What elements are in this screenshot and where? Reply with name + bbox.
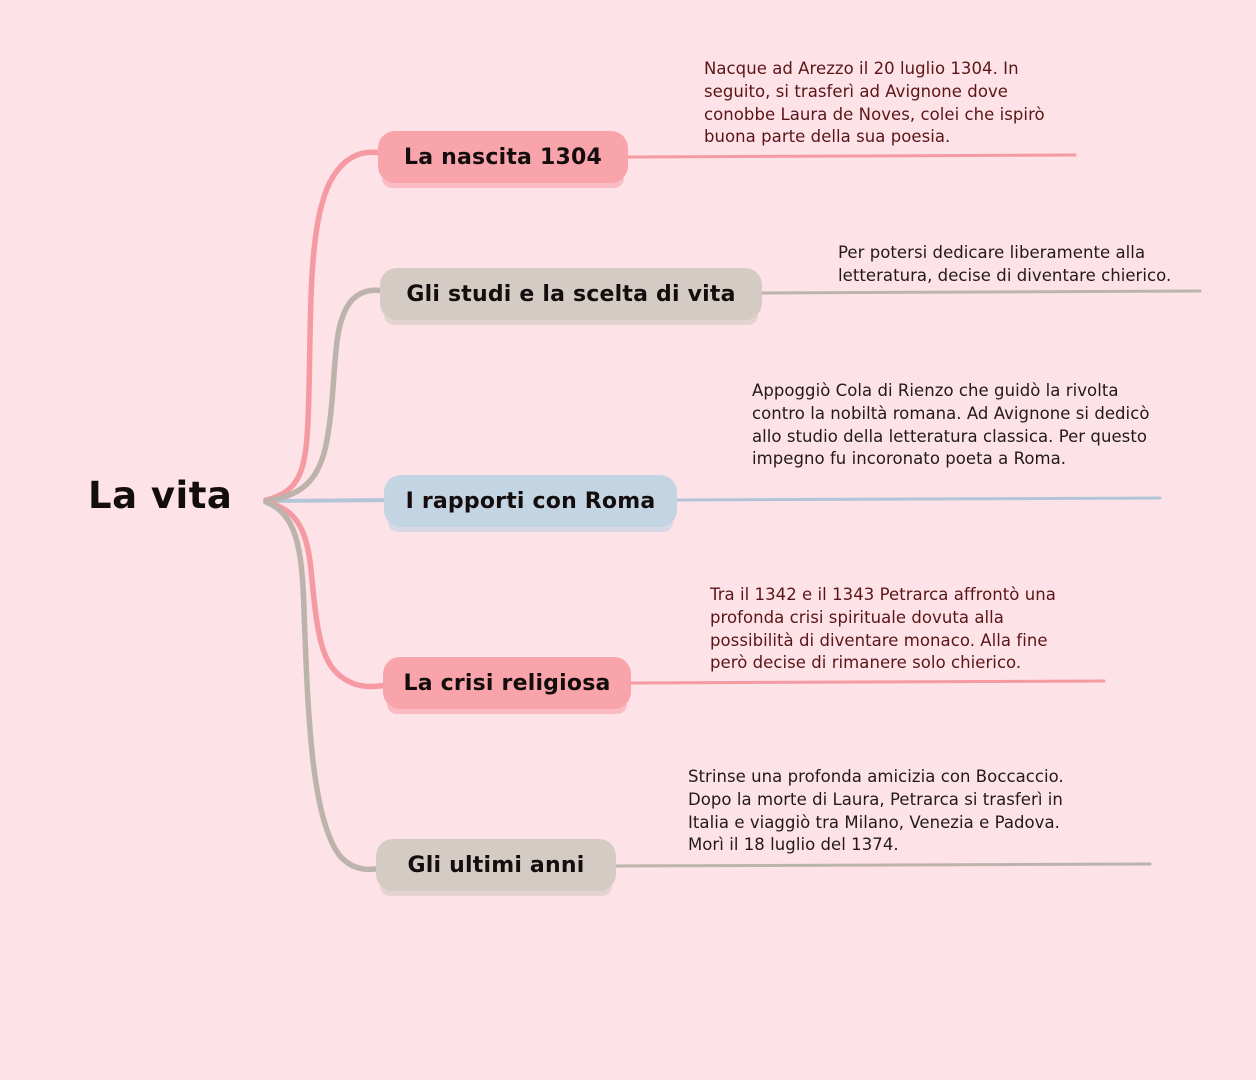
branch-description-ultimi: Strinse una profonda amicizia con Boccac… (688, 767, 1064, 855)
branch-node-ultimi[interactable]: Gli ultimi anni (376, 839, 616, 896)
branch-node-label: La nascita 1304 (404, 144, 602, 170)
tail-ultimi (610, 862, 1152, 868)
root-node-label: La vita (88, 474, 233, 517)
branch-node-label: I rapporti con Roma (405, 488, 656, 514)
tail-roma (672, 496, 1162, 502)
connector-crisi (263, 499, 397, 690)
branch-node-label: La crisi religiosa (403, 670, 611, 696)
branch-node-crisi[interactable]: La crisi religiosa (383, 657, 631, 714)
tail-nascita (622, 153, 1077, 159)
root-node[interactable]: La vita (88, 474, 232, 517)
branch-description-nascita: Nacque ad Arezzo il 20 luglio 1304. In s… (704, 59, 1045, 147)
tail-crisi (626, 679, 1106, 685)
branch-node-label: Gli studi e la scelta di vita (406, 281, 736, 307)
connector-studi (263, 287, 399, 504)
branch-node-nascita[interactable]: La nascita 1304 (378, 131, 628, 188)
connector-nascita (263, 149, 395, 503)
tail-studi (756, 289, 1202, 295)
branch-node-studi[interactable]: Gli studi e la scelta di vita (380, 268, 762, 325)
branch-node-roma[interactable]: I rapporti con Roma (384, 475, 677, 532)
branch-description-studi: Per potersi dedicare liberamente alla le… (838, 243, 1172, 285)
branch-description-roma: Appoggiò Cola di Rienzo che guidò la riv… (752, 381, 1150, 469)
connector-roma (264, 498, 392, 503)
connector-ultimi (263, 499, 393, 873)
branch-node-label: Gli ultimi anni (407, 852, 585, 878)
branch-description-crisi: Tra il 1342 e il 1343 Petrarca affrontò … (710, 585, 1056, 673)
